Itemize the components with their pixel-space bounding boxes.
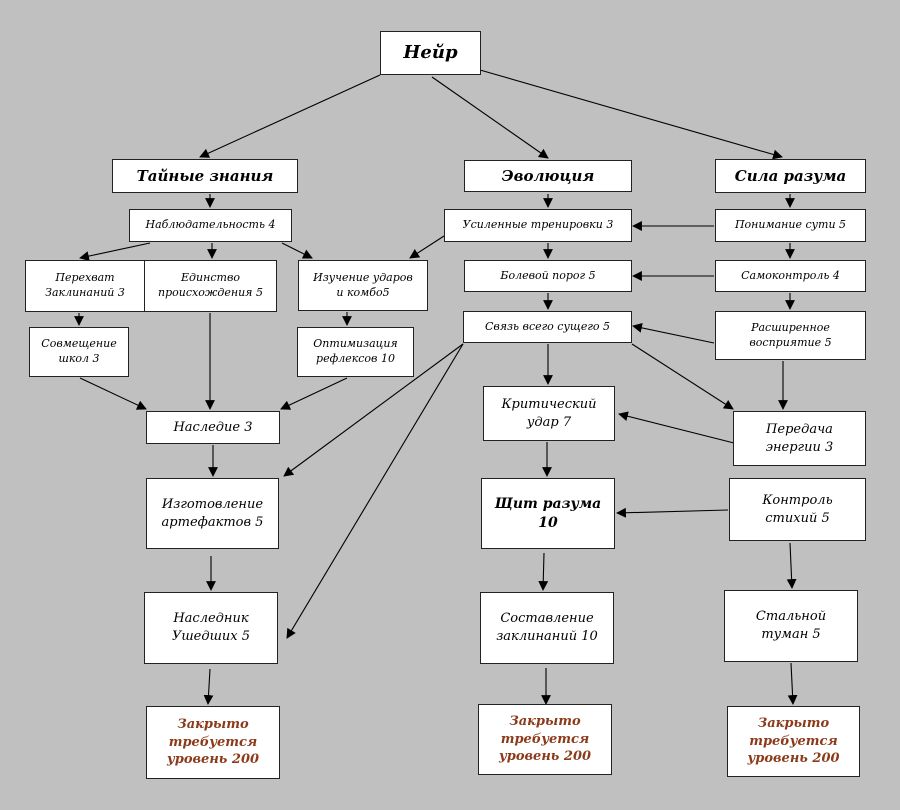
- edge-root-mind: [479, 69, 783, 160]
- skill-legacy[interactable]: Наследие 3: [146, 411, 280, 444]
- edge-elements-shield: [616, 507, 729, 518]
- skill-mind-shield[interactable]: Щит разума 10: [481, 478, 615, 549]
- branch-evolution[interactable]: Эволюция: [464, 160, 632, 192]
- branch-secret-knowledge[interactable]: Тайные знания: [112, 159, 298, 193]
- locked-slot-middle: Закрыто требуется уровень 200: [478, 704, 612, 775]
- skill-intensive-training[interactable]: Усиленные тренировки 3: [444, 209, 632, 242]
- skill-pain-threshold[interactable]: Болевой порог 5: [464, 260, 632, 292]
- skill-extended-perception[interactable]: Расширенное восприятие 5: [715, 311, 866, 360]
- skill-observation[interactable]: Наблюдательность 4: [129, 209, 292, 242]
- edge-elements-fog: [786, 542, 797, 589]
- edge-shield-spellcraft: [538, 552, 549, 591]
- edge-bond-artifacts: [283, 343, 464, 477]
- skill-element-control[interactable]: Контроль стихий 5: [729, 478, 866, 541]
- locked-slot-right: Закрыто требуется уровень 200: [727, 706, 860, 777]
- skill-self-control[interactable]: Самоконтроль 4: [715, 260, 866, 292]
- edge-reflexes-legacy: [280, 377, 348, 410]
- edge-perception-bond: [632, 322, 715, 344]
- edge-heir-locked-left: [203, 668, 214, 705]
- skill-spell-intercept[interactable]: Перехват Заклинаний 3: [25, 260, 145, 312]
- locked-slot-left: Закрыто требуется уровень 200: [146, 706, 280, 779]
- skill-common-origin[interactable]: Единство происхождения 5: [144, 260, 277, 312]
- skill-heir-of-departed[interactable]: Наследник Ушедших 5: [144, 592, 278, 664]
- edge-bond-transfer: [631, 343, 734, 410]
- edge-training-strikes: [409, 235, 445, 259]
- skill-reflex-optimization[interactable]: Оптимизация рефлексов 10: [297, 327, 414, 377]
- skill-understanding-essence[interactable]: Понимание сути 5: [715, 209, 866, 242]
- skill-school-combination[interactable]: Совмещение школ 3: [29, 327, 129, 377]
- edge-observation-strikes: [281, 242, 313, 259]
- root-node[interactable]: Нейр: [380, 31, 481, 75]
- skill-critical-strike[interactable]: Критический удар 7: [483, 386, 615, 441]
- skill-steel-fog[interactable]: Стальной туман 5: [724, 590, 858, 662]
- edge-transfer-crit: [618, 411, 735, 444]
- skill-spell-composition[interactable]: Составление заклинаний 10: [480, 592, 614, 664]
- skill-strikes-combos[interactable]: Изучение ударов и комбо5: [298, 260, 428, 311]
- skill-bond-of-all[interactable]: Связь всего сущего 5: [463, 311, 632, 343]
- edge-root-secret: [199, 74, 381, 158]
- edge-observation-intercept: [79, 242, 151, 261]
- edge-bond-heir: [286, 343, 464, 639]
- edge-schools-legacy: [79, 377, 147, 410]
- branch-mind-power[interactable]: Сила разума: [715, 159, 866, 193]
- edge-root-evolution: [431, 76, 549, 159]
- skill-energy-transfer[interactable]: Передача энергии 3: [733, 411, 866, 466]
- edge-fog-locked-right: [787, 662, 798, 705]
- skill-artifact-crafting[interactable]: Изготовление артефактов 5: [146, 478, 279, 549]
